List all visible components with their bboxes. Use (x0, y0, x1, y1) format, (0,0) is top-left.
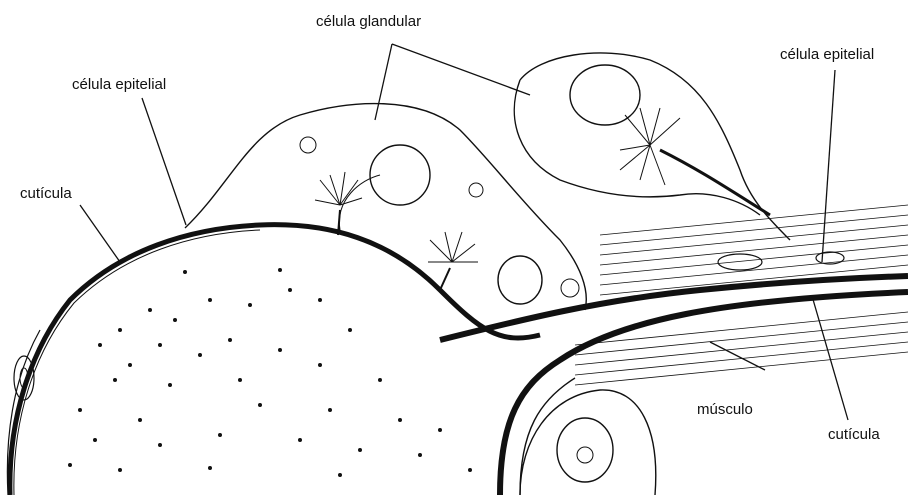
label-glandular-cell: célula glandular (316, 14, 421, 29)
label-cuticle-left: cutícula (20, 186, 72, 201)
body-speckles (68, 268, 472, 477)
label-cuticle-right: cutícula (828, 427, 880, 442)
body-mass (7, 225, 540, 495)
label-epithelial-cell-left: célula epitelial (72, 77, 166, 92)
glandular-cell-bottom (520, 390, 656, 495)
glandular-cell-lower (185, 104, 586, 310)
label-muscle: músculo (697, 402, 753, 417)
glandular-cell-upper (514, 53, 790, 240)
label-epithelial-cell-right: célula epitelial (780, 47, 874, 62)
